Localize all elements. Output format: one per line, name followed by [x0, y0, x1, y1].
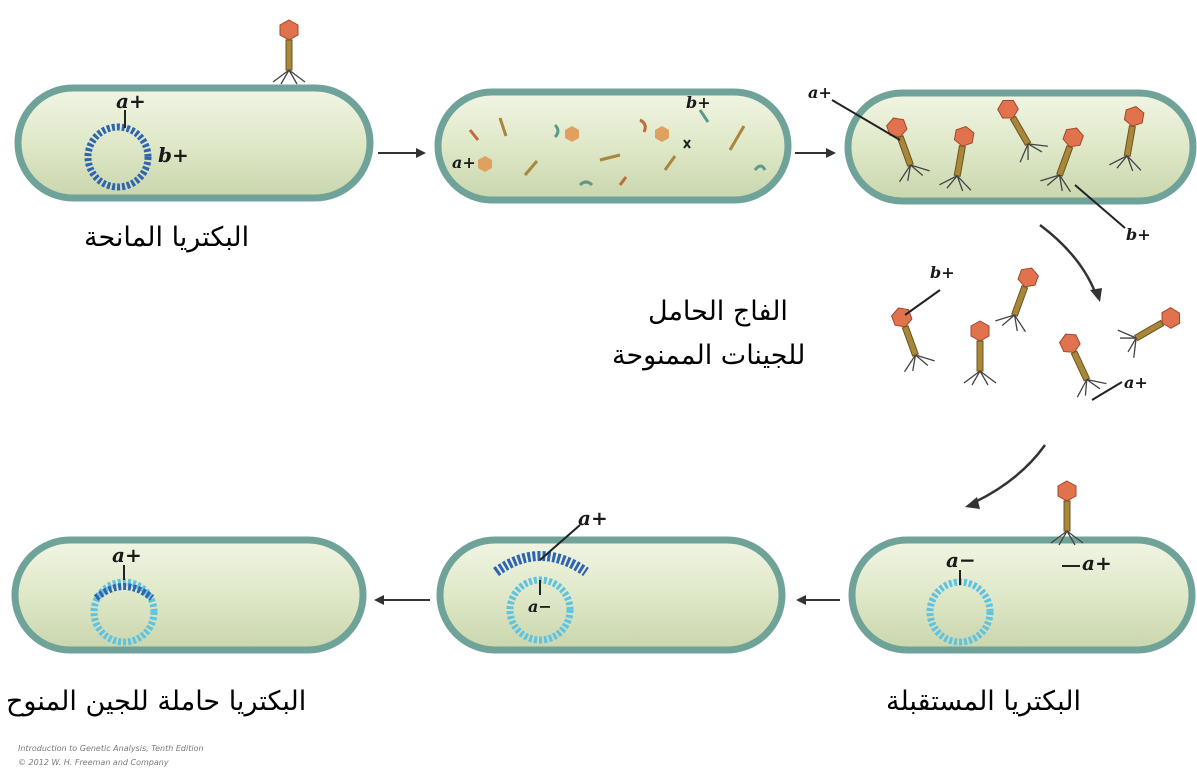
gene-a-plus-label: a+	[116, 89, 146, 113]
bacteriophage-icon	[273, 20, 305, 84]
phage-label-line2: للجينات الممنوحة	[612, 340, 805, 371]
arrow-right-icon	[795, 148, 836, 158]
infected-bacterium: a+ b+	[438, 92, 788, 200]
gene-b-plus-free-label: b+	[930, 263, 955, 282]
bacteriophage-icon	[1051, 481, 1083, 545]
recipient-bacterium: a− a+	[852, 481, 1192, 650]
gene-a-plus-final-label: a+	[112, 543, 142, 567]
gene-a-plus-injected-label: a+	[1082, 551, 1112, 575]
arrow-left-icon	[796, 595, 840, 605]
curved-arrow-down-icon	[1040, 225, 1102, 302]
recipient-bacterium-label: البكتريا المستقبلة	[886, 686, 1081, 717]
credit-line-1: Introduction to Genetic Analysis, Tenth …	[18, 744, 204, 753]
credit-line-2: © 2012 W. H. Freeman and Company	[18, 758, 169, 767]
transduced-bacterium-label: البكتريا حاملة للجين المنوح	[6, 686, 306, 717]
gene-a-plus-free-label: a+	[1124, 373, 1148, 392]
gene-a-plus-fragment-label: a+	[452, 153, 476, 172]
gene-a-minus-label: a−	[946, 548, 976, 572]
gene-b-plus-phage-label: b+	[1126, 225, 1151, 244]
gene-b-plus-fragment-label: b+	[686, 93, 711, 112]
transduced-bacterium: a+	[15, 540, 363, 650]
arrow-right-icon	[378, 148, 426, 158]
gene-b-plus-label: b+	[158, 143, 189, 167]
released-phages: b+ a+	[883, 263, 1187, 400]
recombining-bacterium: a+ a−	[440, 506, 782, 650]
phage-assembly-bacterium: a+ b+	[808, 83, 1193, 244]
arrow-left-icon	[374, 595, 430, 605]
gene-a-plus-phage-label: a+	[808, 83, 832, 102]
curved-arrow-down-icon	[965, 445, 1045, 509]
donor-bacterium-label: البكتريا المانحة	[84, 222, 249, 253]
phage-label-line1: الفاج الحامل	[648, 296, 788, 327]
gene-a-minus-recomb-label: a−	[528, 597, 552, 616]
gene-a-plus-recomb-label: a+	[578, 506, 608, 530]
donor-bacterium: a+ b+	[18, 20, 370, 198]
